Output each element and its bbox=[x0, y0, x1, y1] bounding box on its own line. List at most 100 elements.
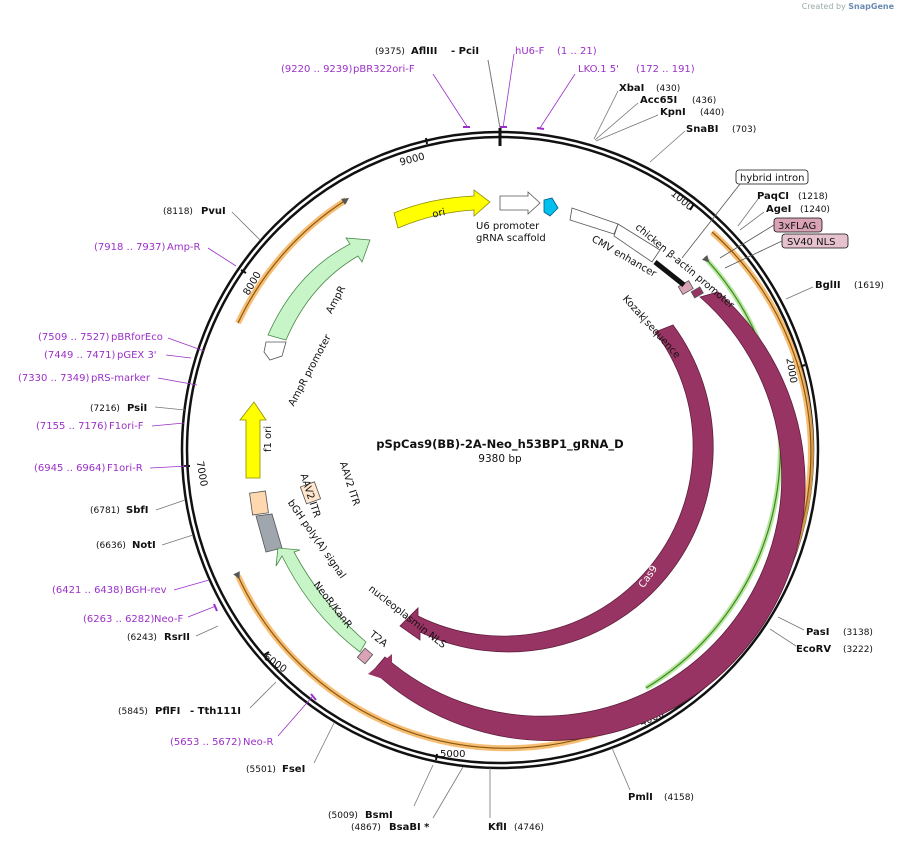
site-pos-paqCI: (1218) bbox=[798, 192, 828, 202]
site-name-kflI: KflI bbox=[488, 822, 507, 833]
primer-pos-pbrforeco: (7509 .. 7527) bbox=[38, 332, 110, 343]
site-name-aflIII: AflIII bbox=[411, 46, 437, 57]
site-name-xbaI: XbaI bbox=[619, 83, 644, 94]
cas9-outer-label: Cas9 bbox=[678, 600, 701, 627]
plasmid-title: pSpCas9(BB)-2A-Neo_h53BP1_gRNA_D bbox=[376, 437, 623, 452]
site-name-pflFI: PflFI bbox=[155, 706, 180, 717]
primer-pos-f1orif: (7155 .. 7176) bbox=[36, 421, 108, 432]
site-name-pasI: PasI bbox=[806, 627, 829, 638]
orange-track-bottom-core bbox=[233, 571, 629, 749]
primers: (9220 .. 9239) pBR322ori-F hU6-F (1 .. 2… bbox=[18, 46, 695, 748]
primer-pos-bghrev: (6421 .. 6438) bbox=[52, 585, 124, 596]
primer-name-neof: Neo-F bbox=[154, 614, 184, 625]
sv40-box bbox=[690, 286, 704, 299]
primer-name-neor: Neo-R bbox=[243, 737, 274, 748]
primer-pos-hu6f: (1 .. 21) bbox=[557, 46, 597, 57]
tick-label-5000: 5000 bbox=[440, 749, 465, 760]
cas9-outer-arc bbox=[371, 291, 806, 742]
primer-pos-neor: (5653 .. 5672) bbox=[170, 737, 242, 748]
primer-name-f1orif: F1ori-F bbox=[109, 421, 144, 432]
site-name-kpnI: KpnI bbox=[660, 107, 686, 118]
sv40-callout-label: SV40 NLS bbox=[787, 237, 836, 248]
site-pos-kflI: (4746) bbox=[514, 823, 544, 833]
primer-pos-f1orir: (6945 .. 6964) bbox=[34, 463, 106, 474]
plasmid-length: 9380 bp bbox=[478, 453, 522, 465]
primer-name-prs: pRS-marker bbox=[91, 373, 151, 384]
site-name-rsrII: RsrII bbox=[164, 632, 190, 643]
site-name-sbfI: SbfI bbox=[126, 505, 148, 516]
aav2-itr-label-2: AAV2 ITR bbox=[337, 460, 362, 507]
tick-label-6000: 6000 bbox=[261, 652, 288, 676]
u6-promoter-label: U6 promoter bbox=[476, 221, 540, 232]
site-pos-bsaBI: (4867) bbox=[351, 823, 381, 833]
site-pos-sbfI: (6781) bbox=[90, 506, 120, 516]
site-pos-ageI: (1240) bbox=[800, 205, 830, 215]
ampR-shape bbox=[267, 237, 371, 341]
bgh-polyA-shape bbox=[255, 513, 283, 553]
primer-pos-prs: (7330 .. 7349) bbox=[18, 373, 90, 384]
site-pos-psiI: (7216) bbox=[90, 404, 120, 414]
green-track-right-core bbox=[645, 254, 781, 689]
neoR-shape bbox=[275, 547, 367, 653]
gRNA-scaffold-shape bbox=[543, 197, 559, 217]
primer-pos-pgex: (7449 .. 7471) bbox=[44, 350, 116, 361]
site-name-fseI: FseI bbox=[282, 764, 305, 775]
cas9-outer-head bbox=[368, 654, 392, 682]
sv40-leader bbox=[724, 240, 783, 269]
primer-name-pgex: pGEX 3' bbox=[117, 350, 157, 361]
site-pos-bglII: (1619) bbox=[854, 281, 884, 291]
f1-ori-shape bbox=[239, 401, 267, 479]
primer-name-pbr322ori: pBR322ori-F bbox=[353, 64, 415, 75]
site-name-pciI: - PciI bbox=[451, 46, 479, 57]
site-name-acc65I: Acc65I bbox=[640, 95, 677, 106]
site-name-tth111I: - Tth111I bbox=[190, 706, 241, 717]
snapgene-credit: Created by SnapGene bbox=[802, 2, 894, 11]
site-name-bsmI: BsmI bbox=[365, 810, 393, 821]
ori-shape bbox=[393, 189, 491, 229]
cmv-enhancer-shape bbox=[569, 207, 619, 235]
primer-name-lko: LKO.1 5' bbox=[578, 64, 619, 75]
site-pos-aflIII: (9375) bbox=[375, 47, 405, 57]
site-name-pmlI: PmlI bbox=[628, 792, 653, 803]
primer-name-ampr: Amp-R bbox=[167, 242, 201, 253]
ampR-label: AmpR bbox=[324, 284, 348, 316]
tick-label-7000: 7000 bbox=[194, 460, 209, 487]
site-pos-rsrII: (6243) bbox=[127, 633, 157, 643]
primer-pos-ampr: (7918 .. 7937) bbox=[94, 242, 166, 253]
site-pos-xbaI: (430) bbox=[656, 84, 680, 94]
u6-promoter-shape bbox=[499, 191, 541, 215]
site-pos-bsmI: (5009) bbox=[328, 811, 358, 821]
site-name-ageI: AgeI bbox=[766, 204, 791, 215]
tick-label-1000: 1000 bbox=[668, 188, 695, 213]
nucleoplasmin-box bbox=[356, 647, 374, 665]
tick-label-9000: 9000 bbox=[399, 151, 426, 168]
credit-prefix: Created by bbox=[801, 2, 846, 11]
hybrid-intron-box bbox=[735, 169, 809, 185]
orange-track-left-core bbox=[237, 198, 350, 324]
primer-name-f1orir: F1ori-R bbox=[107, 463, 143, 474]
site-pos-pvuI: (8118) bbox=[163, 207, 193, 217]
primer-name-bghrev: BGH-rev bbox=[125, 585, 167, 596]
aav2-itr-box-2 bbox=[299, 481, 322, 505]
site-name-ecoRV: EcoRV bbox=[796, 644, 831, 655]
ori-label: ori bbox=[431, 207, 446, 220]
aav2-itr-box-1 bbox=[249, 490, 269, 516]
chicken-promoter-black bbox=[653, 260, 686, 287]
t2a-label: T2A bbox=[366, 629, 389, 650]
site-name-notI: NotI bbox=[132, 540, 156, 551]
hybrid-intron-label: hybrid intron bbox=[740, 173, 804, 184]
f1-ori-label: f1 ori bbox=[263, 426, 274, 452]
primer-name-hu6f: hU6-F bbox=[515, 46, 545, 57]
gRNA-scaffold-label: gRNA scaffold bbox=[476, 233, 546, 244]
site-pos-acc65I: (436) bbox=[692, 96, 716, 106]
primer-pos-neof: (6263 .. 6282) bbox=[83, 614, 155, 625]
primer-pos-pbr322ori: (9220 .. 9239) bbox=[281, 64, 353, 75]
primer-name-pbrforeco: pBRforEco bbox=[111, 332, 163, 343]
primer-pos-lko: (172 .. 191) bbox=[636, 64, 695, 75]
site-name-snaBI: SnaBI bbox=[686, 124, 718, 135]
site-name-bglII: BglII bbox=[815, 280, 841, 291]
snapgene-brand: SnapGene bbox=[848, 2, 894, 11]
ampR-promoter-label: AmpR promoter bbox=[287, 332, 334, 408]
site-pos-pflFI: (5845) bbox=[118, 707, 148, 717]
